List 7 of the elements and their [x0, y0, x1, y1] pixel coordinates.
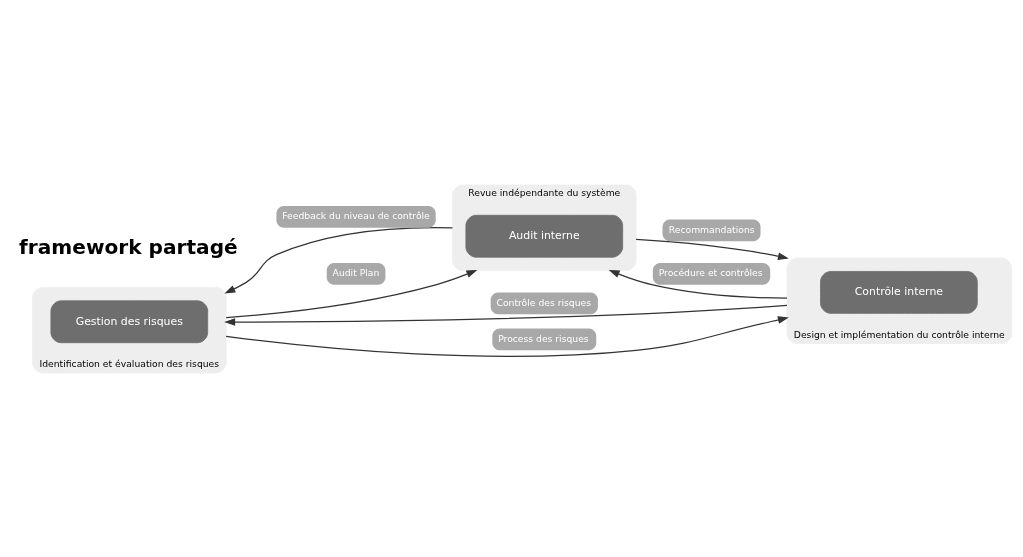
- label: framework partagé: [18, 234, 238, 259]
- edge-label: Audit Plan: [332, 266, 379, 278]
- edge-label: Procédure et contrôles: [658, 266, 763, 278]
- edge-label: Recommandations: [668, 223, 755, 235]
- edge-label: Process des risques: [497, 332, 589, 344]
- edge-label: Contrôle des risques: [495, 296, 591, 308]
- edge-label: Feedback du niveau de contrôle: [281, 209, 430, 221]
